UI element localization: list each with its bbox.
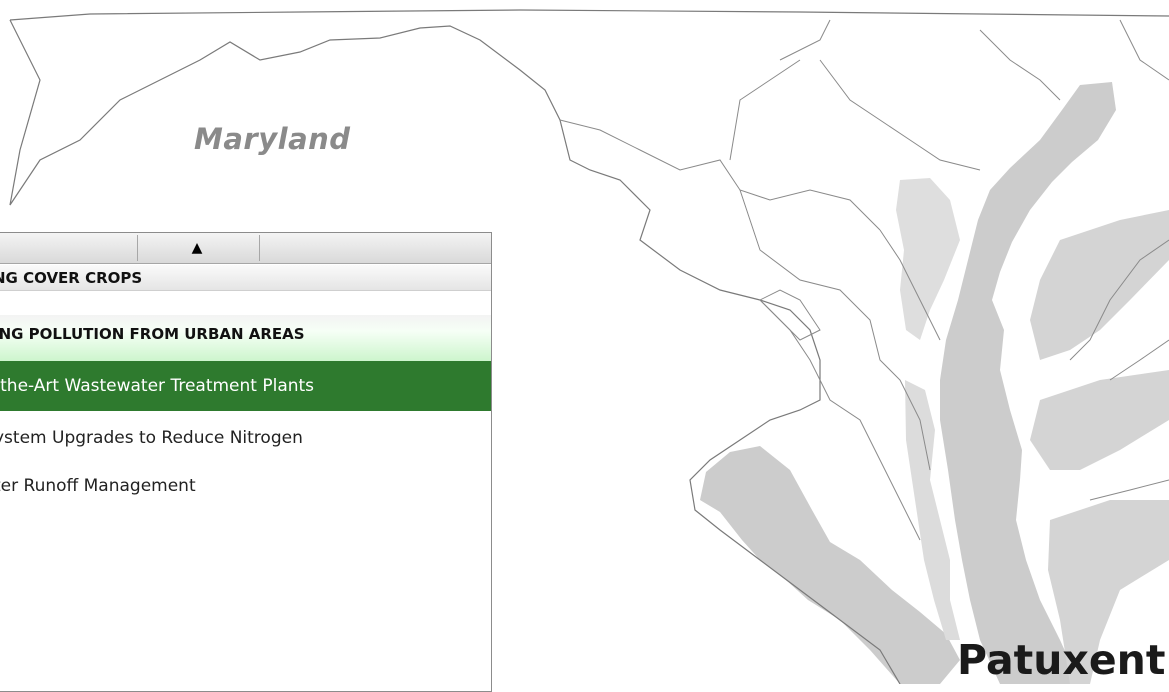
list-item-label: ystem Upgrades to Reduce Nitrogen [0,428,303,448]
list-item-label: -the-Art Wastewater Treatment Plants [0,376,315,396]
list-item-stormwater-runoff[interactable]: ter Runoff Management [0,461,491,511]
up-triangle-icon: ▲ [191,240,203,256]
list-item-label: ter Runoff Management [0,476,196,496]
toolbar-divider [137,235,138,261]
section-label: NG COVER CROPS [0,268,143,287]
chesapeake-bay [940,82,1116,684]
toolbar-divider [259,235,260,261]
patuxent-water [905,380,960,640]
eastern-shore-water [1030,210,1169,360]
river-label: Patuxent [957,636,1166,684]
potomac-river [700,446,960,684]
list-item-septic-upgrades[interactable]: ystem Upgrades to Reduce Nitrogen [0,413,491,463]
collapse-button[interactable]: ▲ [137,235,257,261]
panel-toolbar: ▲ [0,233,491,264]
strategy-panel: ▲ NG COVER CROPS ING POLLUTION FROM URBA… [0,232,492,692]
eastern-shore-water-2 [1030,370,1169,470]
list-item-wastewater-plants[interactable]: -the-Art Wastewater Treatment Plants [0,361,491,411]
western-shore-water [896,178,960,340]
eastern-shore-water-3 [1048,500,1169,684]
state-outline [9,9,1169,684]
section-label: ING POLLUTION FROM URBAN AREAS [0,325,305,343]
state-label: Maryland [194,122,351,156]
section-header-cover-crops[interactable]: NG COVER CROPS [0,265,491,291]
section-header-urban-pollution[interactable]: ING POLLUTION FROM URBAN AREAS [0,315,491,361]
county-boundaries [559,19,1169,541]
